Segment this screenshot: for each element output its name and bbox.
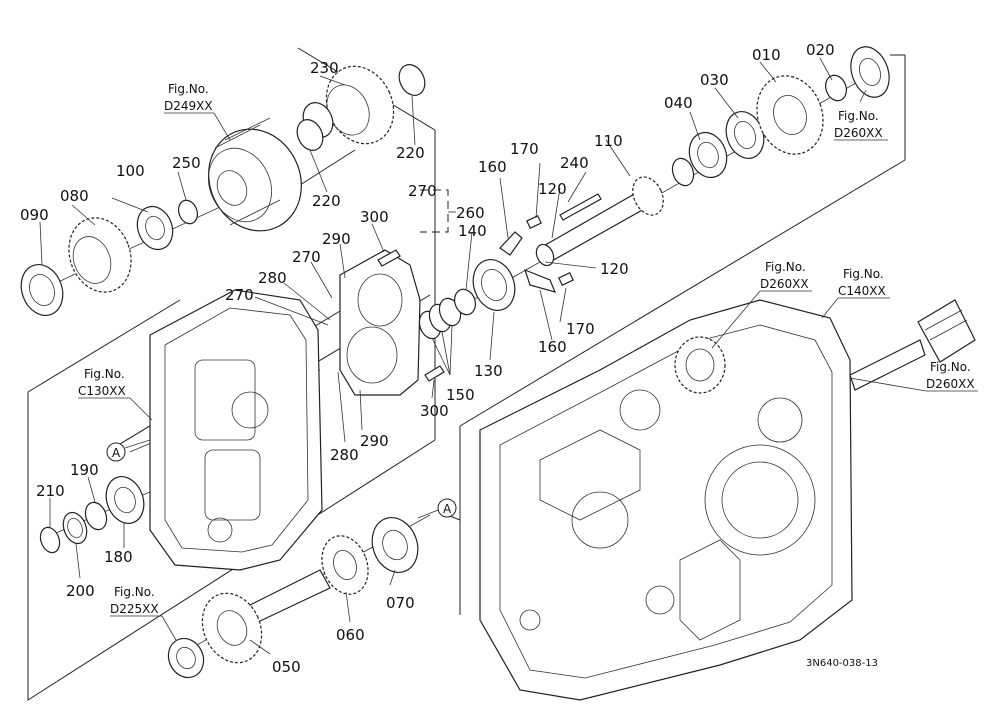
- part-label-270-left: 270: [225, 286, 254, 304]
- gear-230: [302, 65, 395, 145]
- gear-010: [756, 75, 824, 155]
- part-label-170-lower: 170: [566, 320, 595, 338]
- bearing-100: [136, 205, 174, 251]
- part-label-270-mid: 270: [292, 248, 321, 266]
- fig-ref-title-d260-top: Fig.No.: [838, 109, 879, 123]
- bevel-pinion-shaft: [849, 299, 976, 391]
- collar-020: [825, 74, 847, 102]
- bearing-040: [671, 131, 728, 187]
- shaft-110: [535, 176, 664, 267]
- part-label-300-upper: 300: [360, 208, 389, 226]
- front-cover-casing: [149, 289, 323, 571]
- fig-ref-code-d225: D225XX: [110, 602, 159, 616]
- part-label-220-left: 220: [312, 192, 341, 210]
- fig-ref-code-d260-top: D260XX: [834, 126, 883, 140]
- part-label-290-lower: 290: [360, 432, 389, 450]
- fig-ref-code-d249: D249XX: [164, 99, 213, 113]
- clutch-pack-housing: [208, 117, 302, 232]
- fig-ref-title-d225: Fig.No.: [114, 585, 155, 599]
- bearing-090: [20, 264, 64, 316]
- bearing-d225xx: [167, 637, 205, 679]
- transmission-case: [479, 299, 853, 701]
- bearing-holder-plate: [339, 249, 421, 396]
- part-label-280-upper: 280: [258, 269, 287, 287]
- fig-ref-code-c130: C130XX: [78, 384, 126, 398]
- case-internal-gear: [674, 336, 726, 394]
- part-label-020: 020: [806, 41, 835, 59]
- bolts-170: [526, 215, 574, 286]
- part-label-080: 080: [60, 187, 89, 205]
- part-label-290-upper: 290: [322, 230, 351, 248]
- part-label-140: 140: [458, 222, 487, 240]
- part-label-040: 040: [664, 94, 693, 112]
- plates-160: [499, 231, 557, 293]
- part-label-070: 070: [386, 594, 415, 612]
- part-label-110: 110: [594, 132, 623, 150]
- part-label-200: 200: [66, 582, 95, 600]
- part-label-160-lower: 160: [538, 338, 567, 356]
- part-label-300-lower: 300: [420, 402, 449, 420]
- part-label-030: 030: [700, 71, 729, 89]
- snap-ring-190: [84, 501, 108, 531]
- shaft-gear-050: [201, 569, 331, 664]
- part-label-150: 150: [446, 386, 475, 404]
- bolt-300: [377, 249, 445, 382]
- part-label-160-upper: 160: [478, 158, 507, 176]
- fig-ref-title-c130: Fig.No.: [84, 367, 125, 381]
- part-label-240: 240: [560, 154, 589, 172]
- fig-ref-title-d260-right: Fig.No.: [930, 360, 971, 374]
- part-label-060: 060: [336, 626, 365, 644]
- part-label-120-upper: 120: [538, 180, 567, 198]
- group-bracket-260: [420, 189, 449, 233]
- part-label-250: 250: [172, 154, 201, 172]
- part-label-010: 010: [752, 46, 781, 64]
- ref-marker-a-right: A: [417, 498, 457, 519]
- ref-marker-a-left: A: [106, 439, 151, 462]
- fig-ref-code-c140: C140XX: [838, 284, 886, 298]
- leader-lines: [39, 57, 833, 655]
- bearing-d260xx: [850, 46, 890, 98]
- snap-ring-250: [177, 199, 199, 225]
- fig-ref-code-d260-right: D260XX: [926, 377, 975, 391]
- bearing-130: [472, 259, 516, 311]
- key-240: [559, 193, 602, 221]
- bearing-180: [105, 476, 145, 524]
- part-label-130: 130: [474, 362, 503, 380]
- svg-text:A: A: [112, 446, 121, 460]
- bearing-070: [371, 517, 419, 573]
- needle-bearing-220: [296, 64, 426, 151]
- gear-080: [68, 217, 132, 293]
- figure-code: 3N640-038-13: [806, 658, 878, 669]
- ring-210: [39, 526, 61, 554]
- svg-text:A: A: [443, 502, 452, 516]
- part-label-170-upper: 170: [510, 140, 539, 158]
- fig-ref-code-d260-mid: D260XX: [760, 277, 809, 291]
- part-label-100: 100: [116, 162, 145, 180]
- fig-ref-title-c140: Fig.No.: [843, 267, 884, 281]
- part-label-120-lower: 120: [600, 260, 629, 278]
- part-number-labels: 010 020 030 040 050 060 070 080 090 100 …: [20, 41, 835, 676]
- part-label-090: 090: [20, 206, 49, 224]
- part-label-260: 260: [456, 204, 485, 222]
- part-label-230: 230: [310, 59, 339, 77]
- part-label-210: 210: [36, 482, 65, 500]
- part-label-180: 180: [104, 548, 133, 566]
- figure-references: Fig.No. D249XX Fig.No. D260XX Fig.No. D2…: [78, 82, 978, 641]
- part-label-190: 190: [70, 461, 99, 479]
- gear-060: [321, 535, 369, 595]
- part-label-270-bracket: 270: [408, 182, 437, 200]
- fig-ref-title-d249: Fig.No.: [168, 82, 209, 96]
- seal-200: [62, 511, 88, 545]
- part-label-220-right: 220: [396, 144, 425, 162]
- part-label-280-lower: 280: [330, 446, 359, 464]
- part-label-050: 050: [272, 658, 301, 676]
- snap-ring-140: [454, 288, 476, 316]
- fig-ref-title-d260-mid: Fig.No.: [765, 260, 806, 274]
